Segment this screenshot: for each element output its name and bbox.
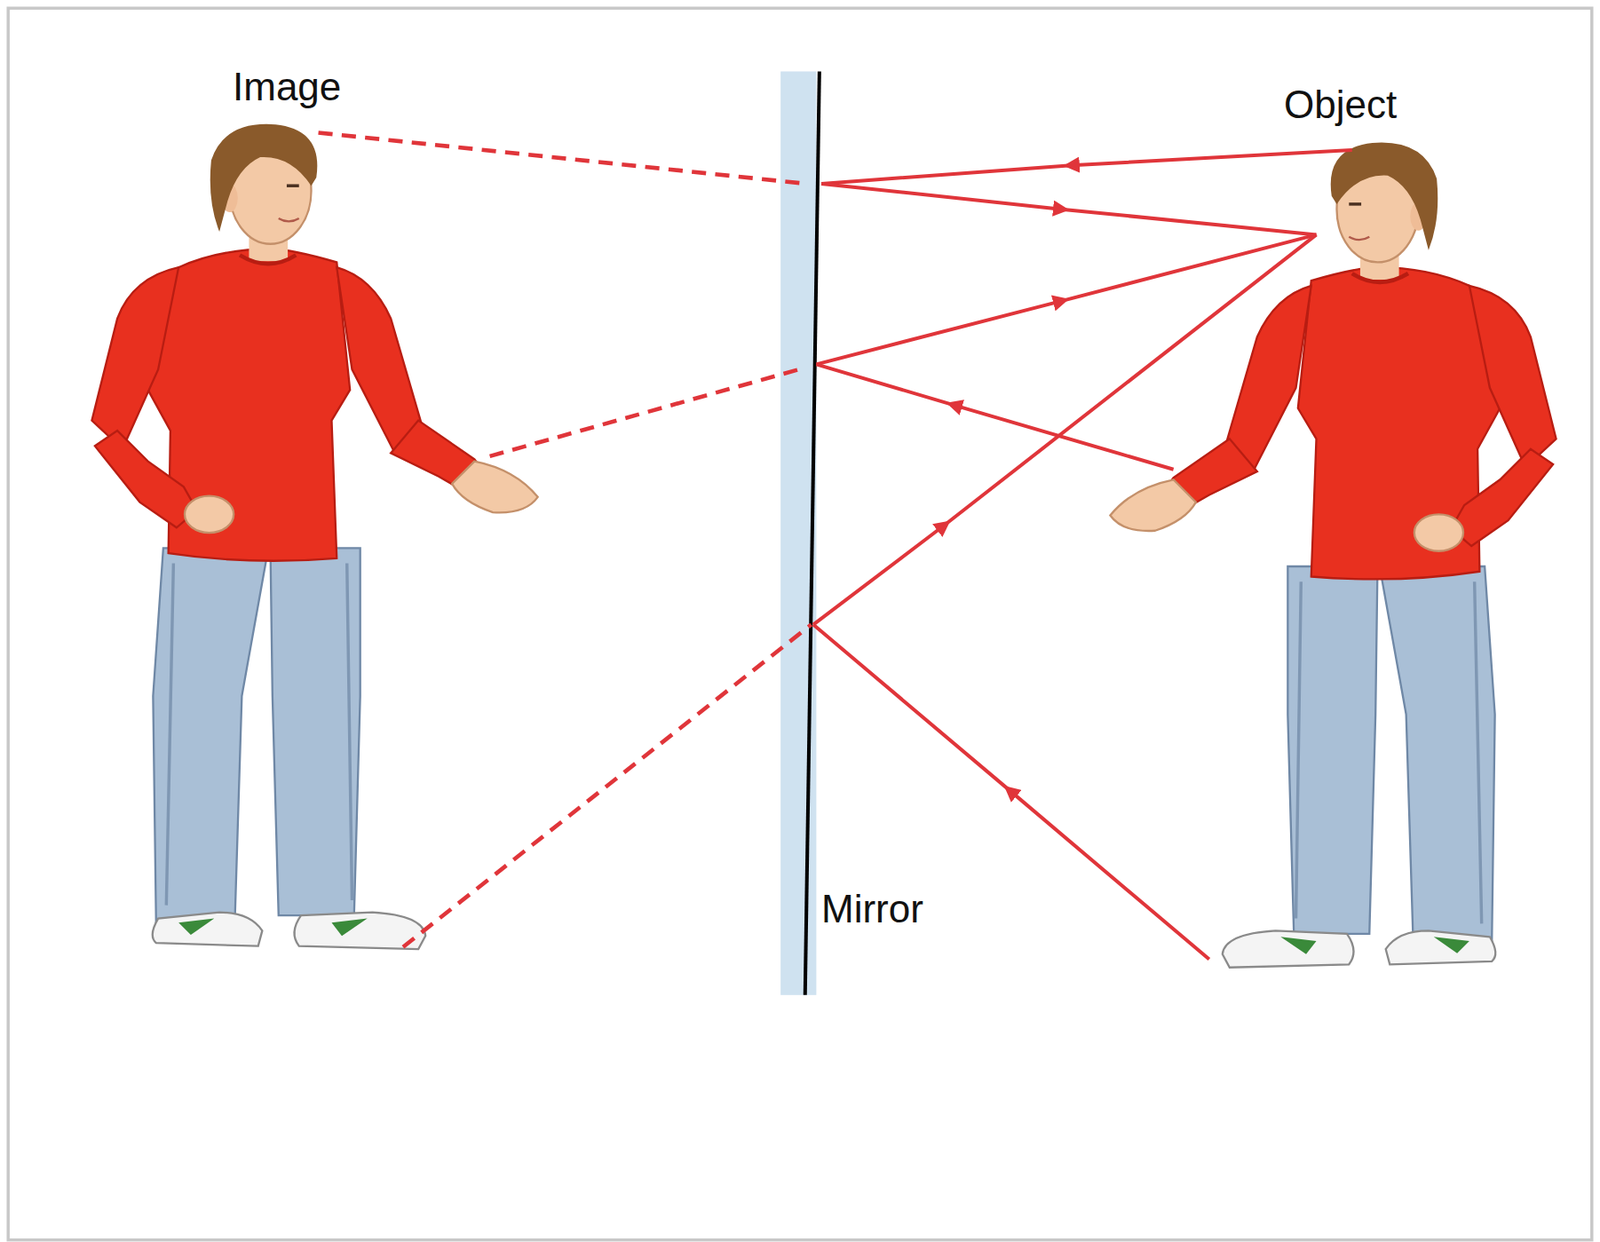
object-label: Object: [1283, 83, 1397, 127]
virtual-rays: [318, 132, 812, 947]
image-person: [91, 124, 538, 950]
frame: [7, 7, 1593, 1241]
mirror-surface: [805, 71, 820, 995]
image-label: Image: [232, 65, 341, 109]
light-rays: [813, 150, 1353, 960]
object-person: [1109, 142, 1556, 968]
mirror-label: Mirror: [821, 887, 924, 931]
